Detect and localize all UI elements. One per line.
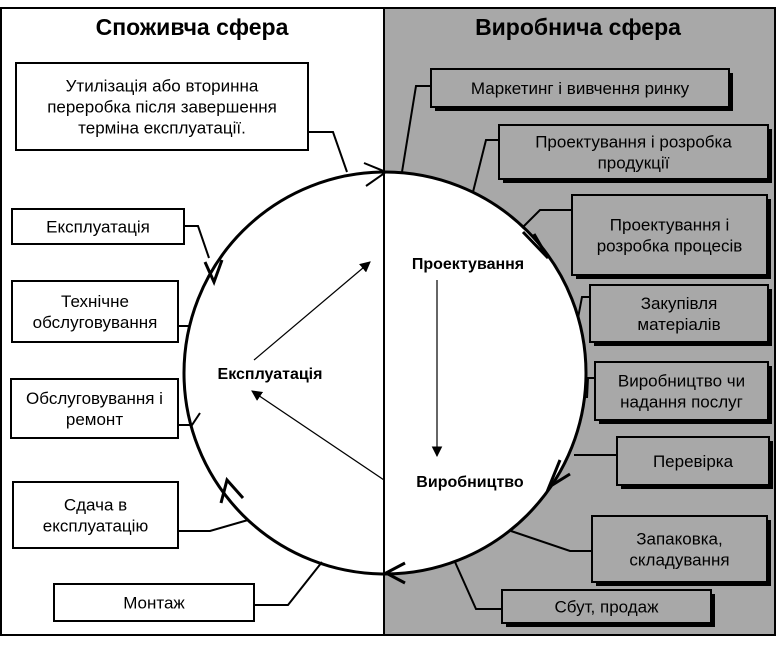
box-label-line: матеріалів [637,315,720,334]
box-label-line: Проектування і розробка [535,133,732,152]
box-label-line: Обслуговування і [26,389,163,408]
box-frame [571,194,768,276]
cycle-arrow-lower-left [219,476,245,504]
connector-installation [254,561,323,606]
box-label-line: Проектування і [610,216,729,235]
box-inspection: Перевірка [616,436,773,489]
consumer-sphere-title: Споживча сфера [96,14,289,40]
box-label-line: Утилізація або вторинна [66,77,259,96]
box-frame [53,583,255,622]
box-frame [591,515,768,583]
connector-product-design [472,139,499,193]
box-process-design: Проектування і розробка процесів [571,194,771,279]
cycle-arrow-bottom [382,561,406,585]
box-frame [11,280,179,343]
cycle-arrow-lower-right [545,459,571,491]
box-purchasing: Закупівля матеріалів [589,284,772,346]
cycle-left-half [184,172,385,574]
box-label-line: Монтаж [123,594,185,613]
box-packing: Запаковка, складування [591,515,771,586]
box-label-line: експлуатацію [43,517,149,536]
box-exploitation: Експлуатація [11,208,185,245]
cycle-arrow-top [363,162,389,187]
box-sales: Сбут, продаж [501,589,715,627]
box-label-line: Сбут, продаж [555,598,660,617]
box-label-line: терміна експлуатації. [78,119,246,138]
box-label-line: Сдача в [64,496,127,515]
box-frame [498,124,769,180]
cycle-right-half [385,172,586,574]
box-frame [12,481,179,549]
connector-production [586,377,595,399]
box-label-line: надання послуг [620,393,743,412]
box-service-repair: Обслуговування і ремонт [10,378,179,439]
production-center-label: Виробництво [416,474,524,491]
box-label-line: обслуговування [33,313,158,332]
box-utilization: Утилізація або вторинна переробка після з… [15,62,309,151]
box-frame [15,62,309,151]
box-label-line: Перевірка [653,452,734,471]
box-label-line: переробка після завершення [47,98,277,117]
box-frame [11,208,185,245]
connector-packing [510,530,592,552]
box-marketing: Маркетинг і вивчення ринку [430,68,733,111]
box-label-line: складування [629,551,729,570]
box-frame [616,436,770,486]
box-label-line: розробка процесів [597,237,743,256]
box-product-design: Проектування і розробка продукції [498,124,772,183]
connector-service-repair [178,412,201,426]
cycle-arrow-upper-left [203,259,224,286]
box-label-line: Маркетинг і вивчення ринку [471,79,690,98]
box-label-line: Експлуатація [46,218,150,237]
box-frame [10,378,179,439]
arrow-production-to-exploitation [251,390,385,481]
box-installation: Монтаж [53,583,255,622]
connector-marketing [401,85,431,173]
design-center-label: Проектування [412,256,524,273]
box-label-line: ремонт [66,410,123,429]
arrow-exploitation-to-design [253,261,371,361]
box-production: Виробництво чи надання послуг [594,361,772,424]
connector-purchasing [577,296,590,319]
box-label-line: Закупівля [641,294,718,313]
consumer-sphere-boxes: Утилізація або вторинна переробка після з… [10,62,309,622]
box-label-line: продукції [598,154,670,173]
box-label-line: Виробництво чи [618,372,745,391]
box-commissioning: Сдача в експлуатацію [12,481,179,549]
connector-process-design [521,209,572,229]
box-label-line: Технічне [61,292,129,311]
cycle-arrow-upper-right [521,230,550,260]
box-frame [589,284,769,343]
connector-exploitation [184,225,210,259]
box-frame [594,361,769,421]
box-frame [430,68,730,108]
box-label-line: Запаковка, [636,530,723,549]
exploitation-center-label: Експлуатація [218,366,323,383]
connector-commissioning [178,519,249,532]
connector-utilization [309,131,348,173]
connector-sales [454,561,502,610]
production-sphere-title: Виробнича сфера [475,14,681,40]
box-technical-maintenance: Технічне обслуговування [11,280,179,343]
box-frame [501,589,712,624]
